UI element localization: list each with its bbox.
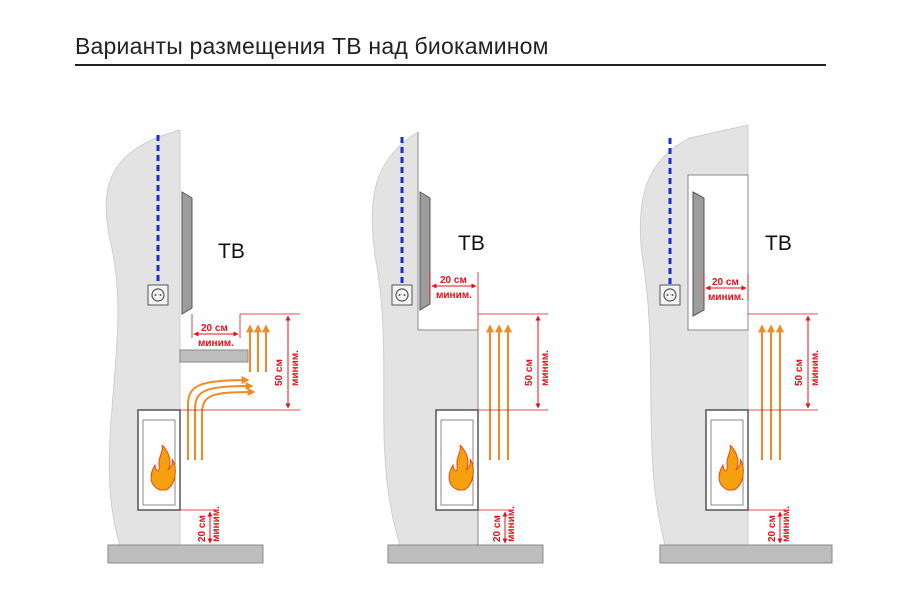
dim-top-note: миним. [708,292,744,303]
tv-icon [692,191,705,317]
dim-bottom-value: 20 см [767,515,778,542]
tv-label: ТВ [458,232,485,255]
dim-bottom-note: миним. [211,506,222,542]
heat-flow [758,324,784,460]
floor [107,544,264,564]
dim-vertical-note: миним. [810,350,821,386]
shelf [179,349,249,363]
dim-vertical-note: миним. [540,350,551,386]
floor [387,544,544,564]
flame-icon [150,444,176,491]
dimension-vertical: 50 см миним. [180,313,301,411]
dimension-bottom: 20 см миним. [180,506,222,544]
dimension-vertical: 50 см миним. [478,313,551,411]
dim-top-value: 20 см [201,323,228,334]
dim-top-note: миним. [436,290,472,301]
tv-label: ТВ [218,240,245,263]
dim-vertical-value: 50 см [274,359,285,386]
power-socket-icon [391,284,413,306]
dimension-top: 20 см миним. [703,274,749,303]
flame-icon [718,444,744,491]
flame-icon [448,444,474,491]
dimension-top: 20 см миним. [191,314,241,349]
page-title: Варианты размещения ТВ над биокамином [75,33,549,59]
dim-top-note: миним. [198,338,234,349]
dim-vertical-value: 50 см [794,359,805,386]
dimension-vertical: 50 см миним. [748,313,821,411]
dimension-bottom: 20 см миним. [748,506,792,544]
tv-label: ТВ [765,232,792,255]
dim-top-value: 20 см [712,277,739,288]
dimension-bottom: 20 см миним. [478,506,517,544]
variant-3: ТВ 20 см миним. 50 см миним. 20 см миним… [639,124,833,564]
power-socket-icon [147,284,169,306]
dim-bottom-value: 20 см [492,515,503,542]
dim-top-value: 20 см [440,275,467,286]
dim-vertical-note: миним. [290,350,301,386]
variant-2: ТВ 20 см миним. 50 см миним. 20 см миним… [371,131,551,564]
floor [659,544,833,564]
dim-bottom-note: миним. [781,506,792,542]
power-socket-icon [659,284,681,306]
variant-1: ТВ 20 см миним. 50 см миним. 20 см миним… [105,129,301,564]
heat-flow [486,324,512,460]
dimension-top: 20 см миним. [429,272,479,330]
tv-icon [419,191,431,311]
dim-vertical-value: 50 см [524,359,535,386]
dim-bottom-value: 20 см [197,515,208,542]
dim-bottom-note: миним. [506,506,517,542]
tv-icon [181,191,193,315]
title-divider [75,64,826,66]
